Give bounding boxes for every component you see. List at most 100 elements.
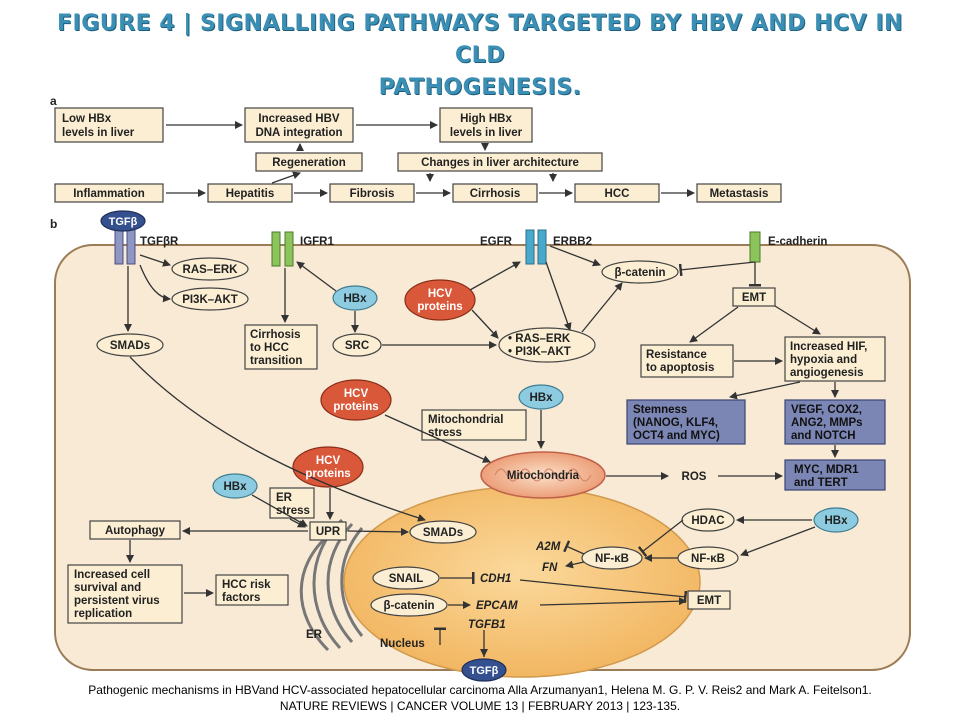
label-vegf-3: and NOTCH	[791, 430, 856, 442]
label-pi3k-akt-1: PI3K–AKT	[182, 294, 238, 306]
box-metastasis	[696, 183, 782, 203]
label-hcc-risk-1: HCC risk	[222, 579, 271, 591]
label-tgfb-bottom: TGFβ	[470, 665, 499, 677]
panel-b-labels: TGFβ TGFβR IGFR1 EGFR ERBB2 E-cadherin R…	[74, 216, 867, 677]
panel-b-arrows	[124, 245, 839, 657]
caption-line-2: NATURE REVIEWS | CANCER VOLUME 13 | FEBR…	[279, 699, 681, 713]
label-emt-1: EMT	[742, 292, 766, 304]
label-increased-hbv-1: Increased HBV	[258, 113, 340, 125]
smads-oval-1	[96, 333, 164, 357]
box-resistance	[640, 344, 734, 378]
hbx-oval-3	[212, 473, 258, 499]
label-fibrosis: Fibrosis	[350, 188, 395, 200]
label-metastasis: Metastasis	[710, 188, 769, 200]
panel-label-b: b	[50, 217, 57, 231]
label-igfr1: IGFR1	[300, 236, 334, 248]
box-inflammation	[54, 183, 164, 203]
panel-a-labels: Low HBx levels in liver Increased HBV DN…	[62, 113, 768, 200]
label-inflammation: Inflammation	[73, 188, 145, 200]
box-vegf	[784, 399, 886, 445]
label-fn: FN	[542, 562, 558, 574]
box-emt-1	[732, 287, 776, 307]
label-egfr: EGFR	[480, 236, 513, 248]
label-autophagy: Autophagy	[105, 525, 166, 537]
panel-a-boxes	[54, 107, 782, 203]
box-upr	[309, 521, 347, 541]
label-hcv-1b: proteins	[417, 301, 462, 313]
label-hbx-3: HBx	[223, 481, 247, 493]
label-increased-hbv-2: DNA integration	[255, 127, 342, 139]
label-snail: SNAIL	[389, 573, 424, 585]
label-vegf-2: ANG2, MMPs	[791, 417, 863, 429]
label-hbx-2: HBx	[529, 392, 553, 404]
box-er-stress	[269, 487, 315, 519]
label-mitochondria: Mitochondria	[507, 470, 580, 482]
label-ras-pi3k-2: • PI3K–AKT	[508, 346, 571, 358]
box-changes	[397, 152, 603, 172]
label-regeneration: Regeneration	[272, 157, 346, 169]
title-line-2: PATHOGENESIS.	[378, 75, 582, 100]
label-hcv-3b: proteins	[305, 468, 350, 480]
label-smads-2: SMADs	[423, 527, 463, 539]
box-survival	[67, 564, 183, 624]
label-cirrhosis-hcc-2: to HCC	[250, 342, 289, 354]
label-tgfb1: TGFB1	[468, 619, 506, 631]
label-nucleus: Nucleus	[380, 638, 425, 650]
label-high-hbx-1: High HBx	[460, 113, 512, 125]
label-hcv-3a: HCV	[316, 455, 341, 467]
label-nfkb-2: NF-κB	[691, 553, 725, 565]
label-ras-pi3k-1: • RAS–ERK	[508, 333, 571, 345]
box-increased-hif	[784, 336, 886, 382]
ras-pi3k-oval	[498, 327, 596, 363]
box-mito-stress	[421, 409, 527, 441]
label-stemness-2: (NANOG, KLF4,	[633, 417, 718, 429]
label-ros: ROS	[682, 471, 707, 483]
label-hbx-4: HBx	[824, 515, 848, 527]
label-tgfbr: TGFβR	[140, 236, 179, 248]
label-hif-2: hypoxia and	[790, 354, 857, 366]
label-epcam: EPCAM	[476, 600, 518, 612]
panel-b-boxes	[67, 287, 886, 624]
label-er-stress-1: ER	[276, 492, 293, 504]
tgfb-oval-bottom	[461, 658, 507, 682]
label-hcv-2a: HCV	[344, 388, 369, 400]
label-tgfb-top: TGFβ	[109, 216, 138, 228]
box-hcc	[574, 183, 660, 203]
receptor-egfr-erbb2	[525, 229, 547, 265]
hcv-oval-2	[320, 379, 392, 421]
box-myc	[784, 459, 886, 491]
label-myc-2: and TERT	[794, 477, 848, 489]
panel-a-arrows	[166, 121, 695, 197]
box-fibrosis	[329, 183, 415, 203]
receptor-ecadherin	[749, 231, 761, 263]
label-hcv-1a: HCV	[428, 288, 453, 300]
hbx-oval-1	[332, 285, 378, 311]
label-hcc-risk-2: factors	[222, 592, 260, 604]
label-stemness-1: Stemness	[633, 404, 687, 416]
label-survival-1: Increased cell	[74, 569, 150, 581]
label-hif-1: Increased HIF,	[790, 341, 867, 353]
box-low-hbx	[54, 107, 164, 143]
src-oval	[332, 333, 382, 357]
label-upr: UPR	[316, 526, 341, 538]
box-autophagy	[89, 520, 181, 540]
label-emt-2: EMT	[697, 595, 721, 607]
label-erbb2: ERBB2	[553, 236, 592, 248]
box-hcc-risk	[215, 574, 289, 606]
hcv-oval-3	[292, 446, 364, 488]
title-line-1: FIGURE 4 | SIGNALLING PATHWAYS TARGETED …	[57, 11, 903, 68]
hcv-oval-1	[404, 279, 476, 321]
label-cirrhosis-hcc-3: transition	[250, 355, 302, 367]
label-low-hbx-2: levels in liver	[62, 127, 135, 139]
panel-b-blue-boxes	[626, 399, 886, 491]
label-cdh1: CDH1	[480, 573, 511, 585]
beta-catenin-oval-2	[370, 593, 448, 617]
label-beta-catenin-1: β-catenin	[614, 267, 665, 279]
receptor-igfr1	[271, 231, 294, 267]
panel-label-a: a	[50, 94, 57, 108]
label-cirrhosis: Cirrhosis	[470, 188, 521, 200]
smads-oval-2	[409, 520, 477, 544]
label-survival-4: replication	[74, 608, 132, 620]
label-er: ER	[306, 629, 323, 641]
